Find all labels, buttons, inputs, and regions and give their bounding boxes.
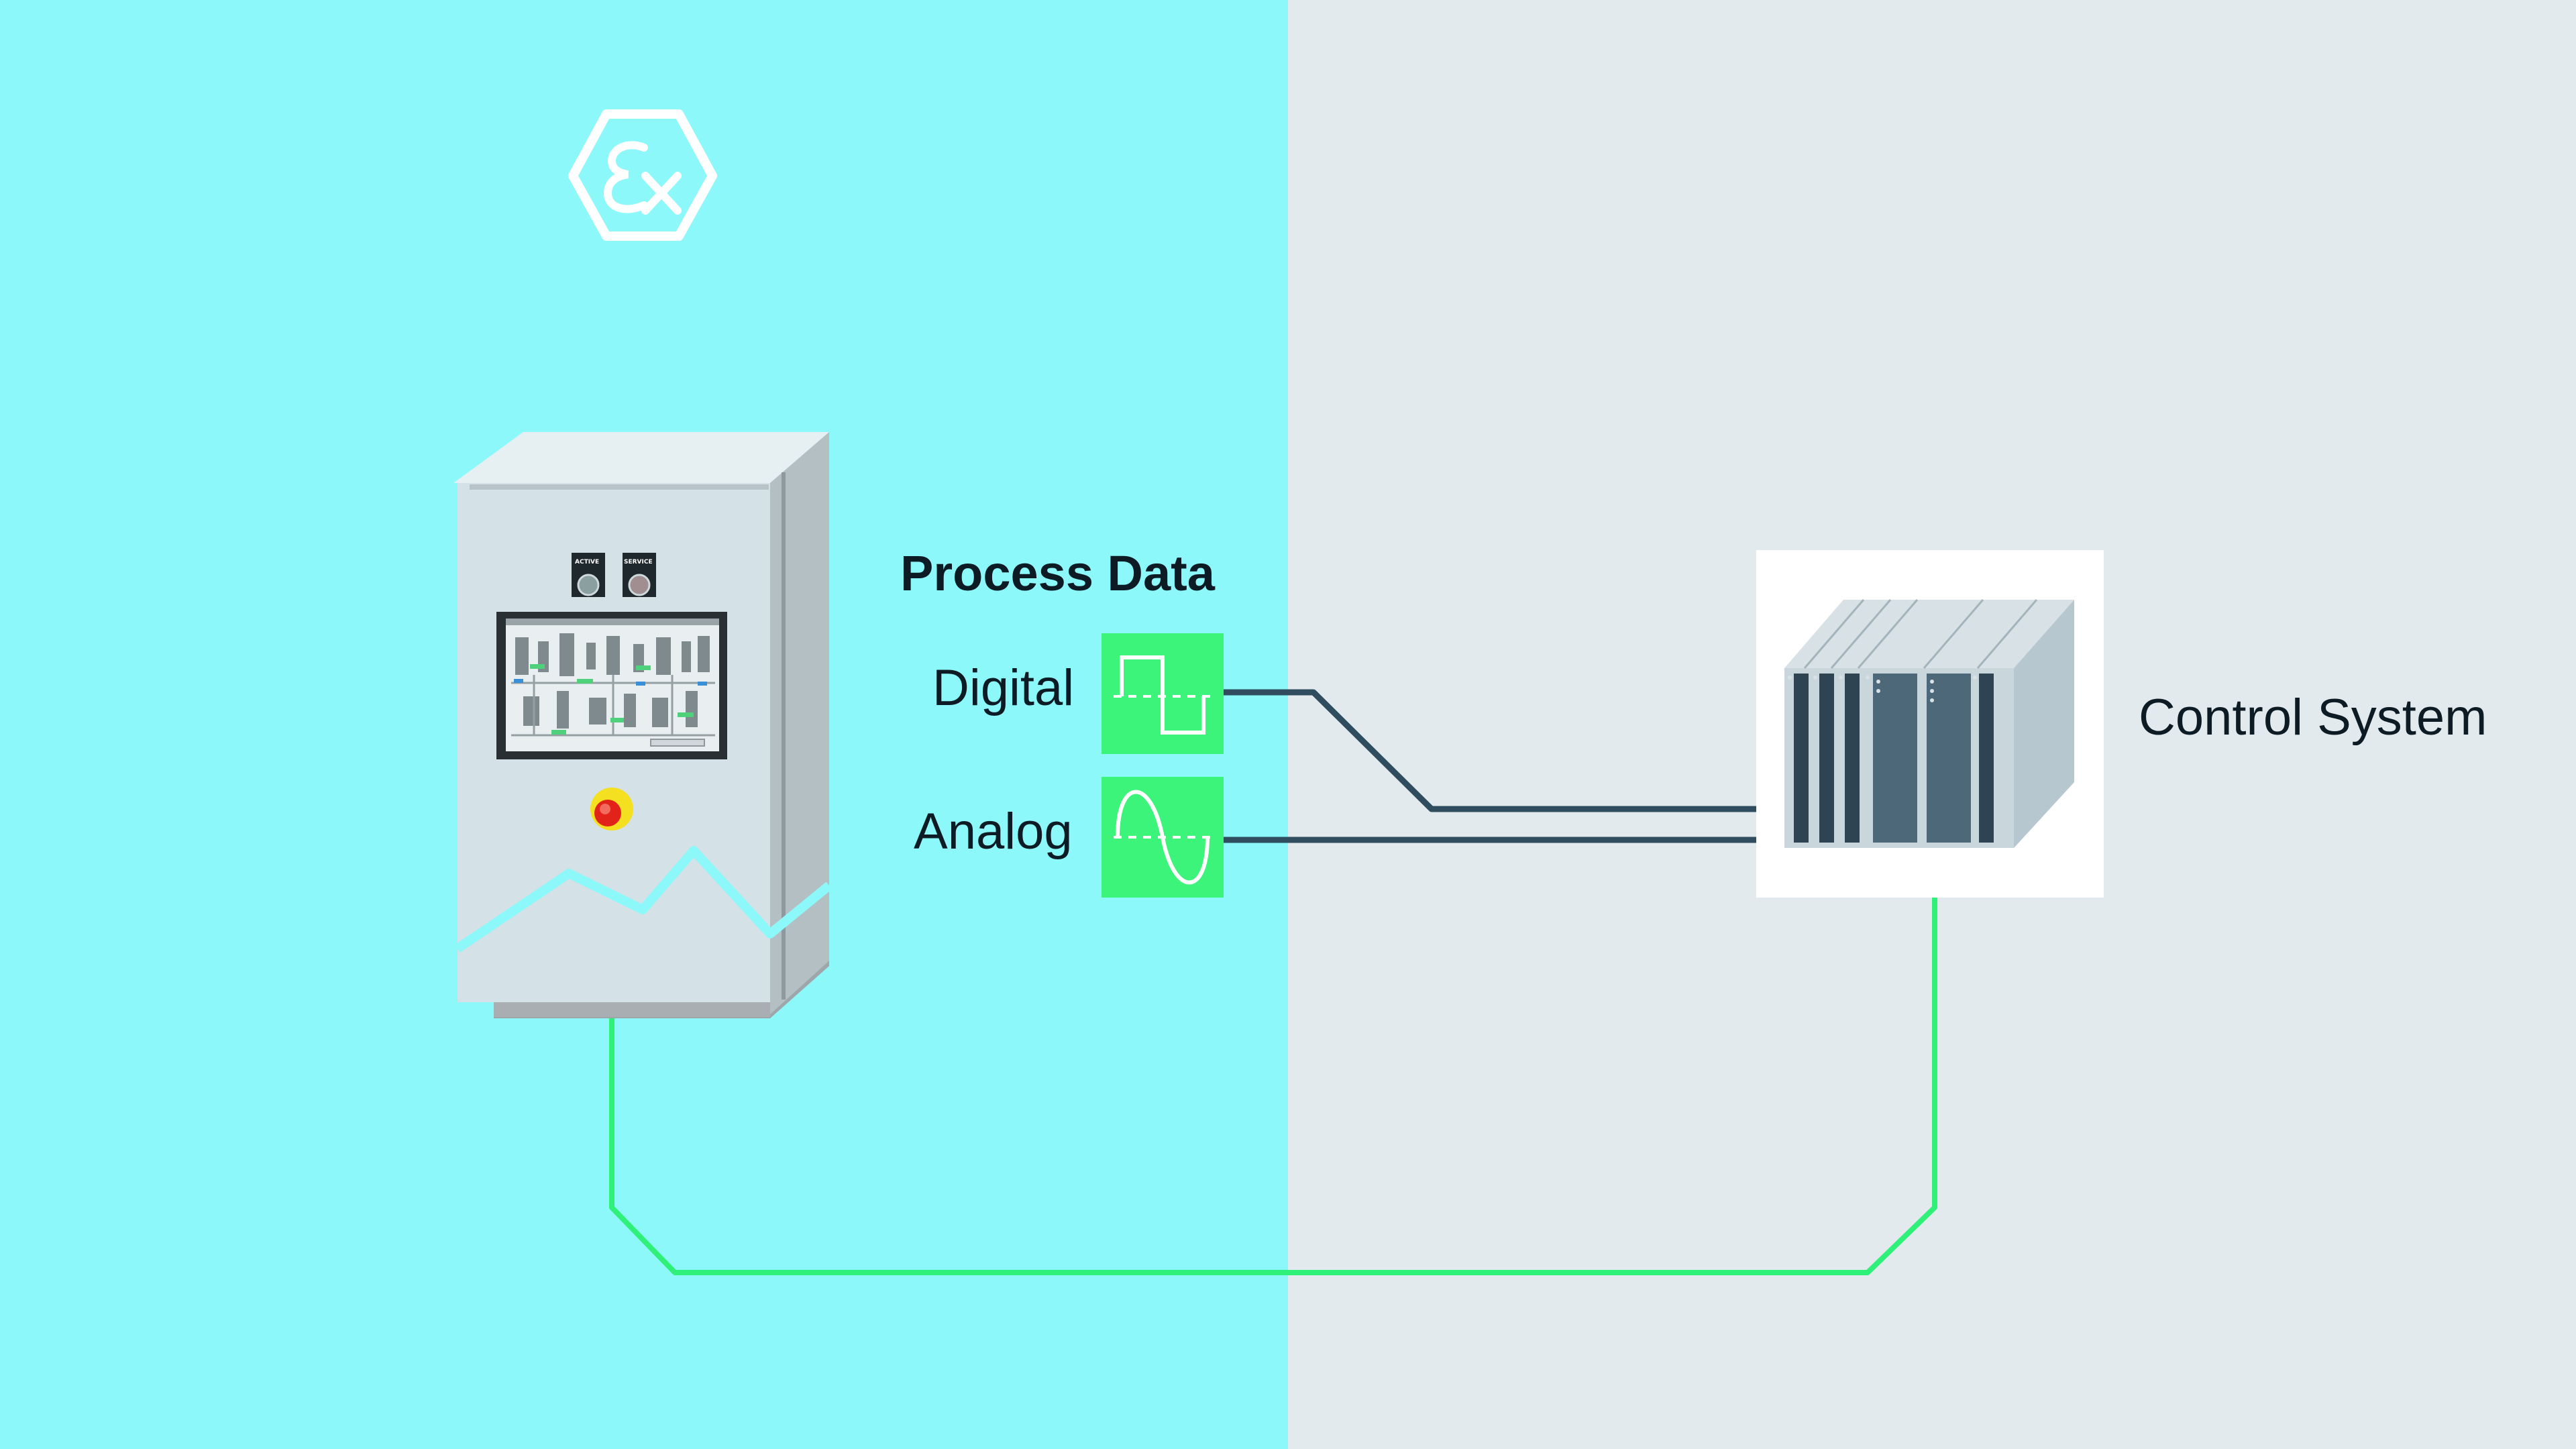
control-system-label: Control System (2139, 689, 2487, 746)
hmi-touchscreen (496, 612, 727, 759)
cabinet-plinth (494, 1000, 770, 1017)
service-button-label: SERVICE (624, 559, 653, 566)
active-button: ACTIVE (572, 553, 605, 597)
network-cable (609, 898, 1937, 1275)
digital-label: Digital (932, 659, 1075, 716)
digital-signal-line (1224, 689, 1758, 812)
emergency-stop-icon (590, 788, 633, 830)
control-system-box (1756, 550, 2104, 898)
active-button-label: ACTIVE (575, 559, 599, 566)
cabinet-top (453, 432, 829, 483)
control-cabinet: ACTIVE SERVICE (453, 432, 833, 1018)
process-data-title: Process Data (900, 545, 1215, 601)
ex-atex-hexagon-icon (568, 109, 717, 241)
zone-boundary-zigzag (455, 846, 833, 953)
digital-signal-tile (1102, 633, 1224, 754)
analog-signal-tile (1102, 777, 1224, 898)
plc-rack-icon (1784, 599, 2074, 848)
analog-label: Analog (914, 803, 1073, 860)
service-button: SERVICE (623, 553, 656, 597)
